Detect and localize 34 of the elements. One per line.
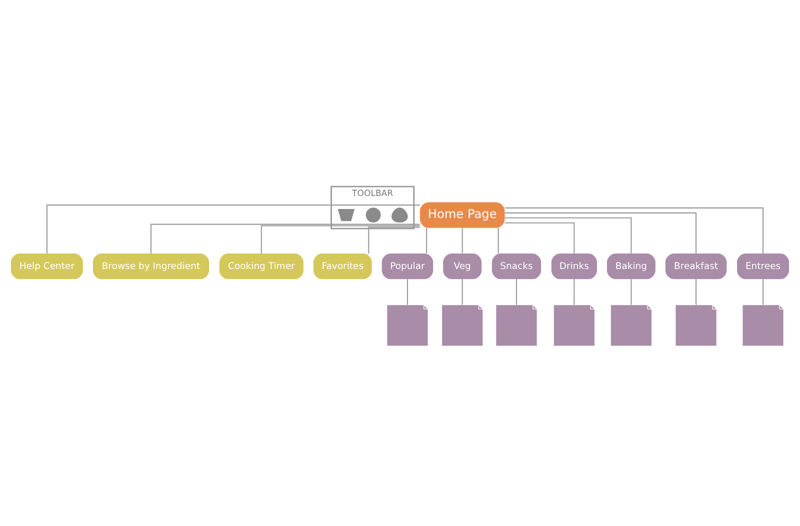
node-box: Baking [606, 253, 656, 279]
connector [762, 278, 764, 304]
node-box: Entrees [737, 253, 790, 279]
node-box: Popular [382, 253, 434, 279]
connector [504, 222, 575, 253]
node-box: Drinks [551, 253, 597, 279]
cluster: TOOLBAR [330, 185, 415, 229]
node-box: Help Center [10, 253, 83, 279]
connector [46, 204, 420, 253]
connector [504, 216, 632, 253]
connector [462, 278, 463, 304]
connector [630, 278, 632, 304]
node-box: Veg [443, 253, 482, 279]
connector [150, 223, 420, 253]
node-cart [336, 208, 356, 222]
connector [406, 278, 408, 304]
connector [574, 278, 575, 304]
connector [368, 226, 420, 254]
node-box: Favorites [313, 253, 372, 279]
connector [260, 224, 420, 253]
node-box: Home Page [420, 202, 505, 228]
node-box: Breakfast [665, 253, 727, 279]
connector [462, 228, 463, 253]
connector [516, 278, 518, 304]
node-box: Snacks [492, 253, 542, 279]
node-person [390, 206, 408, 223]
node-box: Browse by Ingredient [92, 253, 210, 279]
connector [504, 212, 697, 253]
node-box: Cooking Timer [219, 253, 304, 279]
node-circle [365, 206, 382, 223]
connector [498, 228, 499, 253]
connector [426, 228, 428, 253]
connector [504, 206, 764, 253]
connector [696, 278, 697, 304]
